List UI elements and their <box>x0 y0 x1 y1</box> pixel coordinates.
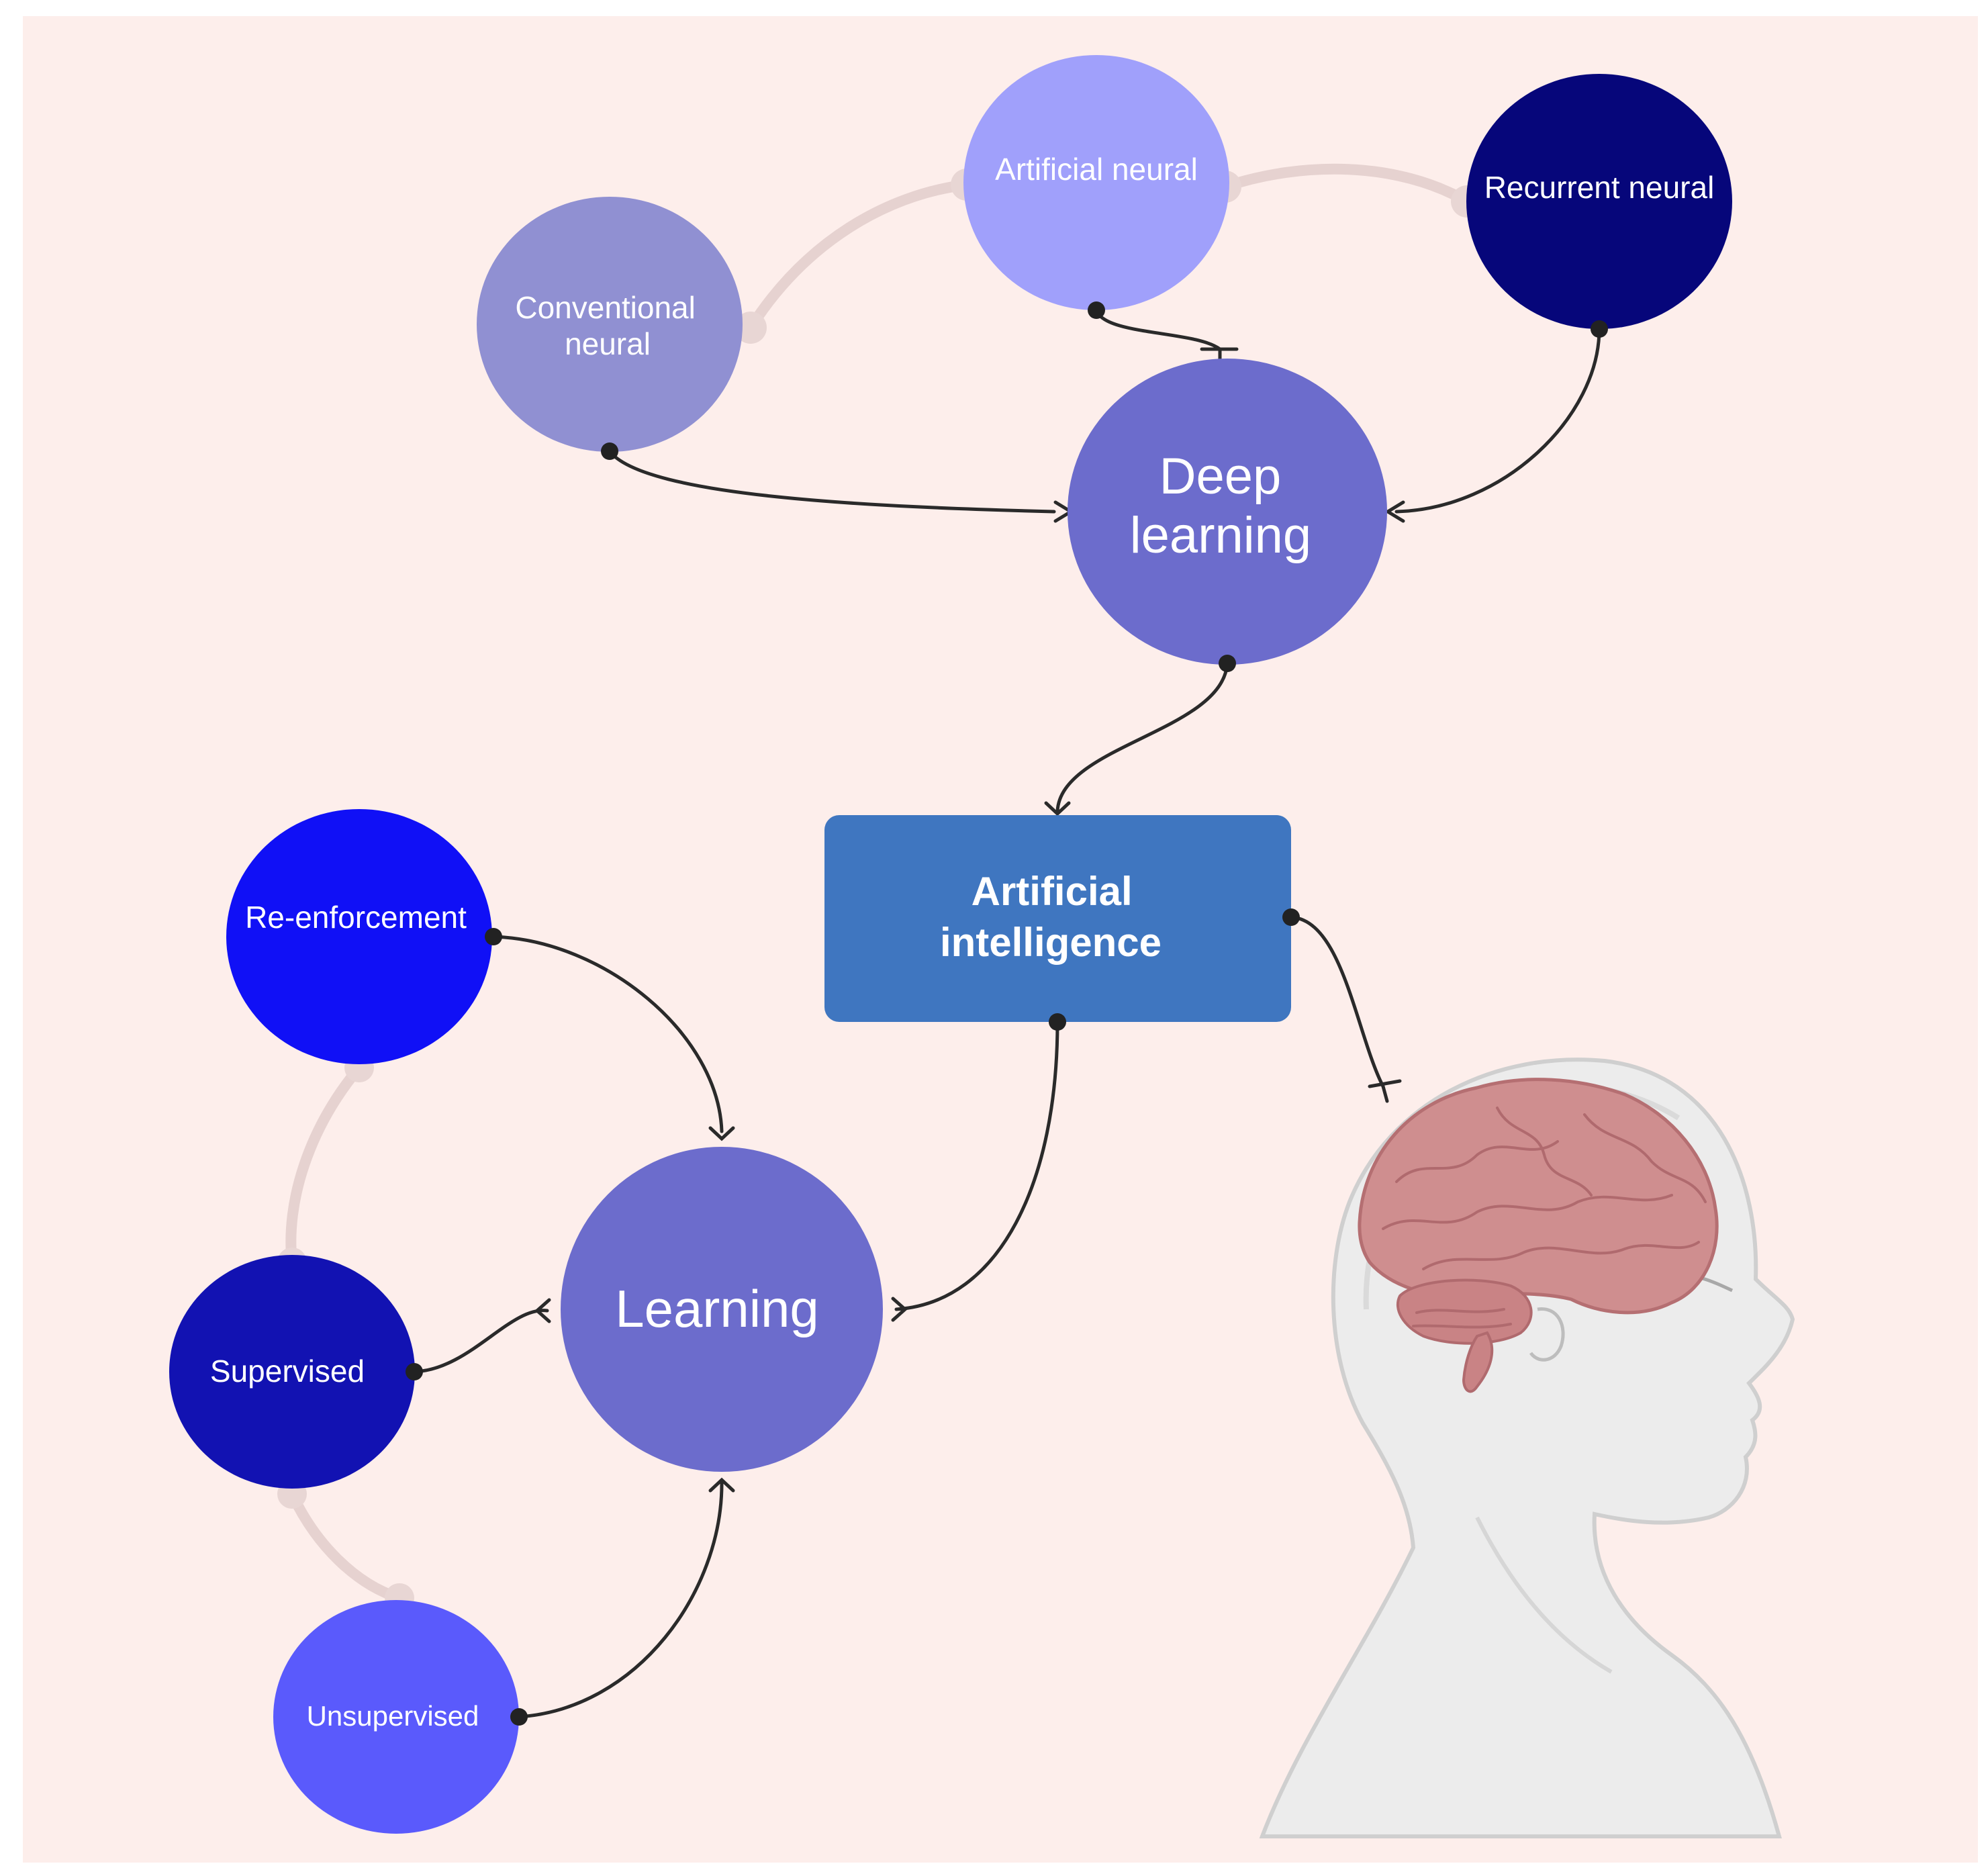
label-artificial-intelligence: Artificial intelligence <box>940 869 1162 965</box>
ear <box>1529 1307 1565 1362</box>
crow-cap <box>891 1297 908 1322</box>
brain-fold <box>1583 1113 1707 1203</box>
label-deep-learning: Deep learning <box>1130 448 1311 564</box>
connectors <box>412 308 1601 1719</box>
human-head-profile-with-brain-icon <box>1259 1058 1795 1838</box>
label-line: Conventional <box>515 290 696 325</box>
node-unsupervised <box>273 1600 519 1834</box>
node-deep-learning <box>1068 359 1387 665</box>
label-supervised: Supervised <box>210 1354 365 1389</box>
connector-dot <box>1282 908 1300 926</box>
label-line: Supervised <box>210 1354 365 1389</box>
connector-dot <box>1591 320 1608 338</box>
soft-knob <box>735 312 767 344</box>
node-artificial-neural <box>963 55 1229 310</box>
crow-cap <box>1384 500 1405 523</box>
label-line: Artificial <box>972 869 1133 914</box>
crow-cap <box>534 1298 551 1323</box>
connector-artificial-neural-to-deep-learning <box>1094 308 1222 351</box>
brain-fold <box>1382 1194 1673 1230</box>
crow-cap <box>708 1126 735 1141</box>
connector-ai-to-head <box>1289 915 1385 1088</box>
label-line: intelligence <box>940 920 1162 965</box>
label-line: Learning <box>615 1279 819 1338</box>
brain-fold <box>1412 1323 1512 1329</box>
label-line: Deep <box>1159 448 1282 505</box>
label-conventional-neural: Conventional neural <box>515 290 704 361</box>
nodes <box>169 55 1732 1834</box>
label-unsupervised: Unsupervised <box>307 1700 479 1732</box>
label-line: neural <box>565 326 651 361</box>
brain-stem <box>1462 1331 1494 1393</box>
connector-dots <box>406 301 1608 1726</box>
label-recurrent-neural: Recurrent neural <box>1484 170 1715 205</box>
label-line: learning <box>1130 507 1311 564</box>
node-recurrent-neural <box>1466 74 1732 329</box>
connector-reenforcement-to-learning <box>491 935 724 1133</box>
connector-dot <box>1049 1013 1066 1031</box>
node-artificial-intelligence <box>824 815 1291 1022</box>
label-line: Unsupervised <box>307 1700 479 1732</box>
label-line: Recurrent neural <box>1484 170 1715 205</box>
node-re-enforcement <box>226 809 492 1064</box>
connector-deep-learning-to-ai <box>1055 661 1229 813</box>
connector-dot <box>485 928 502 945</box>
label-learning: Learning <box>615 1279 819 1338</box>
node-conventional-neural <box>477 197 743 452</box>
crow-cap <box>708 1477 735 1493</box>
node-labels: Artificial neural Recurrent neural Conve… <box>210 152 1714 1732</box>
label-re-enforcement: Re-enforcement <box>245 900 467 935</box>
brain-fold <box>1395 1140 1559 1183</box>
neck-shadow <box>1475 1516 1613 1674</box>
label-line: Artificial neural <box>995 152 1198 187</box>
soft-links <box>285 163 1472 1603</box>
connector-dot <box>406 1363 423 1380</box>
brain-fold <box>1496 1107 1593 1197</box>
node-supervised <box>169 1255 415 1489</box>
connector-unsupervised-to-learning <box>517 1482 724 1719</box>
soft-link-supervised-unsupervised <box>287 1489 405 1603</box>
soft-link-artificial-recurrent <box>1220 163 1472 207</box>
soft-link-reenforcement-supervised <box>285 1062 365 1268</box>
brain-fold <box>1415 1308 1505 1314</box>
node-learning <box>561 1147 883 1472</box>
connector-dot <box>510 1708 528 1726</box>
connector-supervised-to-learning <box>412 1309 549 1374</box>
bar-cap <box>1368 1079 1402 1103</box>
connector-dot <box>601 442 618 460</box>
crow-cap <box>1044 801 1071 816</box>
soft-link-conventional-artificial <box>745 179 972 333</box>
connector-dot <box>1088 301 1105 319</box>
connector-dot <box>1219 655 1236 672</box>
label-line: Re-enforcement <box>245 900 467 935</box>
connector-ai-to-learning <box>894 1020 1059 1311</box>
brain-folds <box>1382 1107 1707 1329</box>
brain-fold <box>1422 1241 1700 1270</box>
connector-recurrent-to-deep-learning <box>1394 327 1601 514</box>
label-artificial-neural: Artificial neural <box>995 152 1198 187</box>
connector-caps <box>534 347 1405 1493</box>
connector-conventional-to-deep-learning <box>608 449 1056 514</box>
